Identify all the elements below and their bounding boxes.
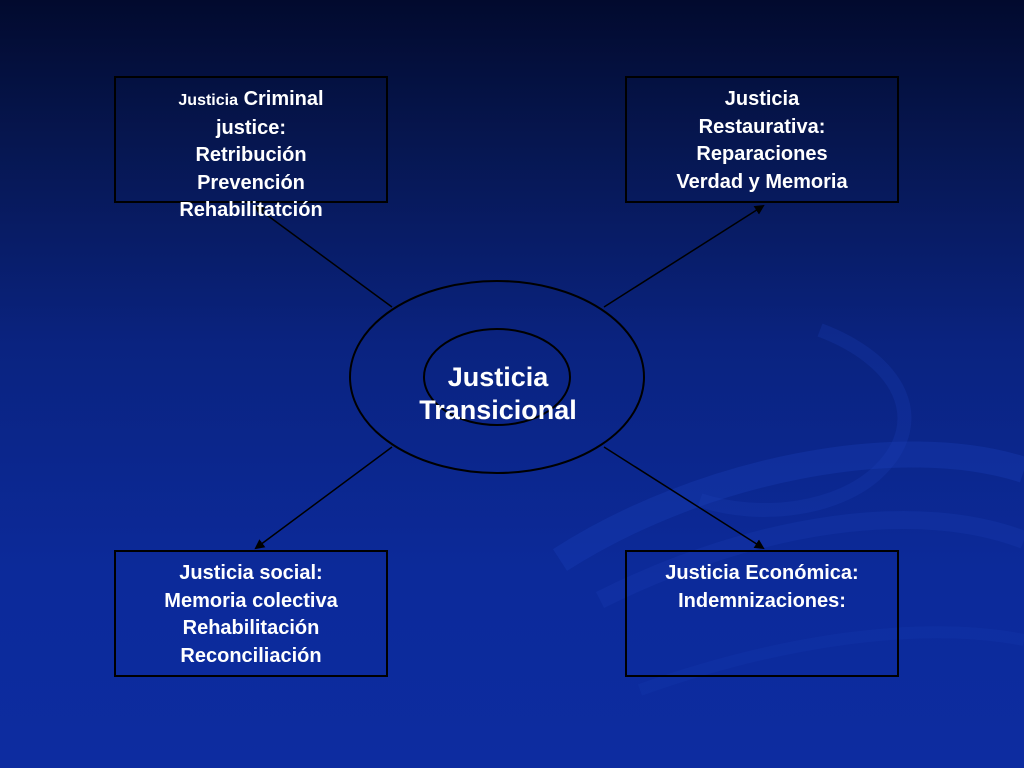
- box-criminal-line1-rest: Criminal: [243, 88, 324, 110]
- arrow-to-top-right: [603, 204, 765, 308]
- box-social-line3: Rehabilitación: [182, 617, 320, 639]
- box-restorative-line3: Reparaciones: [696, 143, 828, 165]
- center-concept-label: Justicia Transicional: [398, 361, 598, 427]
- box-social-line2: Memoria colectiva: [164, 589, 338, 612]
- box-criminal-line5: Rehabilitatción: [179, 199, 323, 221]
- box-criminal-line4: Prevención: [197, 171, 305, 194]
- center-label-line2: Transicional: [419, 395, 577, 425]
- box-criminal-prefix: Justicia: [178, 92, 238, 109]
- box-social-line1: Justicia social:: [179, 562, 323, 584]
- box-restorative-line1: Justicia: [724, 88, 800, 110]
- box-economic-justice: Justicia Económica: Indemnizaciones:: [625, 550, 899, 677]
- box-restorative-justice: Justicia Restaurativa: Reparaciones Verd…: [625, 76, 899, 203]
- arrow-to-bottom-left: [254, 446, 393, 550]
- outer-ellipse: [349, 280, 645, 474]
- inner-ellipse: [423, 328, 571, 426]
- box-criminal-line3: Retribución: [195, 144, 307, 166]
- box-economic-line2: Indemnizaciones:: [678, 589, 846, 612]
- box-social-justice: Justicia social: Memoria colectiva Rehab…: [114, 550, 388, 677]
- center-label-line1: Justicia: [447, 362, 549, 392]
- box-economic-line1: Justicia Económica:: [665, 562, 859, 584]
- box-criminal-justice: Justicia Criminal justice: Retribución P…: [114, 76, 388, 221]
- box-restorative-line2: Restaurativa:: [698, 115, 826, 138]
- box-criminal-line2: justice:: [215, 116, 287, 139]
- arrow-to-bottom-right: [603, 446, 765, 550]
- box-restorative-line4: Verdad y Memoria: [676, 170, 848, 193]
- box-social-line4: Reconciliación: [180, 644, 322, 667]
- box-criminal-line1: Justicia Criminal: [116, 86, 386, 115]
- arrow-to-top-left: [254, 205, 393, 308]
